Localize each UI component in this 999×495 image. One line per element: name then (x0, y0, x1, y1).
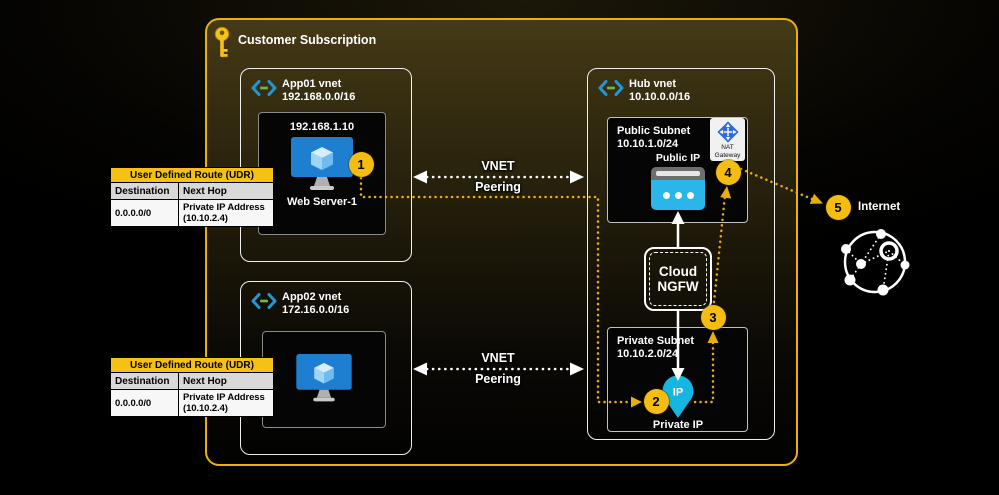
udr-title-row: User Defined Route (UDR) (110, 167, 274, 183)
ngfw-label: Cloud (658, 264, 698, 279)
subscription-title: Customer Subscription (238, 33, 377, 47)
udr-title: User Defined Route (UDR) (110, 167, 274, 183)
app01-vnet-box (240, 68, 412, 262)
vnet-peering-label: VNET (481, 351, 515, 365)
vnet-name: App01 vnet (282, 78, 342, 90)
udr-title: User Defined Route (UDR) (110, 357, 274, 373)
private-ip-pin-icon: IP (662, 375, 694, 418)
nat-gateway-card: NAT Gateway (710, 118, 745, 161)
internet-globe-icon (841, 229, 910, 296)
udr-data-row: 0.0.0.0/0 Private IP Address (10.10.2.4) (110, 199, 274, 227)
cloud-ngfw-box: Cloud NGFW (644, 247, 712, 311)
key-icon (214, 26, 230, 57)
udr-table-app02: User Defined Route (UDR) Destination Nex… (110, 357, 274, 417)
udr-col-destination: Destination (110, 372, 179, 390)
udr-header-row: Destination Next Hop (110, 182, 274, 200)
udr-col-nexthop: Next Hop (178, 372, 274, 390)
udr-col-nexthop: Next Hop (178, 182, 274, 200)
udr-nexthop-value: Private IP Address (10.10.2.4) (178, 199, 274, 227)
udr-col-destination: Destination (110, 182, 179, 200)
subnet-name: Public Subnet (617, 125, 691, 137)
subnet-cidr: 10.10.2.0/24 (617, 348, 679, 360)
vnet-icon (598, 80, 624, 96)
vm-box (262, 331, 386, 428)
nat-gateway-icon (716, 121, 739, 143)
vnet-cidr: 10.10.0.0/16 (629, 91, 691, 103)
udr-header-row: Destination Next Hop (110, 372, 274, 390)
vnet-peering-label: VNET (481, 159, 515, 173)
vm-icon (291, 137, 353, 190)
udr-data-row: 0.0.0.0/0 Private IP Address (10.10.2.4) (110, 389, 274, 417)
vnet-icon (251, 80, 277, 96)
nat-gateway-label: Gateway (714, 151, 741, 159)
svg-text:IP: IP (673, 387, 683, 399)
vnet-cidr: 192.168.0.0/16 (282, 91, 356, 103)
subnet-name: Private Subnet (617, 335, 695, 347)
public-ip-label: Public IP (655, 152, 701, 164)
server-name: Web Server-1 (286, 196, 358, 208)
vnet-name: Hub vnet (629, 78, 677, 90)
nat-gateway-label: NAT (721, 144, 734, 151)
vm-icon (296, 354, 352, 402)
step-badge-5: 5 (825, 194, 851, 220)
udr-title-row: User Defined Route (UDR) (110, 357, 274, 373)
public-ip-icon (651, 167, 705, 210)
vnet-peering-label: Peering (475, 372, 521, 386)
vnet-cidr: 172.16.0.0/16 (282, 304, 350, 316)
udr-destination-value: 0.0.0.0/0 (110, 199, 179, 227)
udr-destination-value: 0.0.0.0/0 (110, 389, 179, 417)
subnet-cidr: 10.10.1.0/24 (617, 138, 679, 150)
vnet-peering-label: Peering (475, 180, 521, 194)
step-badge-3: 3 (700, 304, 726, 330)
server-ip: 192.168.1.10 (289, 121, 355, 133)
internet-label: Internet (858, 201, 901, 213)
private-ip-label: Private IP (652, 419, 704, 431)
udr-table-app01: User Defined Route (UDR) Destination Nex… (110, 167, 274, 227)
step-badge-1: 1 (348, 151, 374, 177)
udr-nexthop-value: Private IP Address (10.10.2.4) (178, 389, 274, 417)
vnet-name: App02 vnet (282, 291, 342, 303)
step-badge-2: 2 (643, 388, 669, 414)
step-badge-4: 4 (715, 159, 741, 185)
vnet-icon (251, 293, 277, 309)
ngfw-label: NGFW (657, 279, 699, 294)
